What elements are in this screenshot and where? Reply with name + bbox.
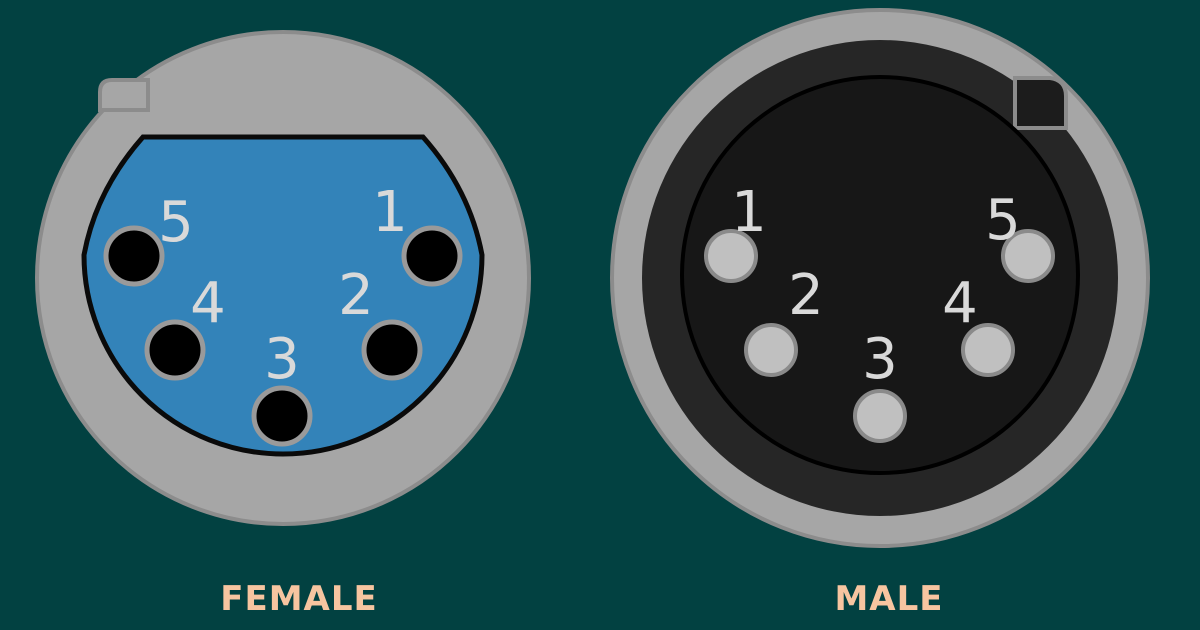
male-pin-number-4: 4 [942, 271, 978, 336]
female-pin-number-2: 2 [338, 263, 374, 328]
female-pin-number-3: 3 [264, 327, 300, 392]
female-latch-notch [98, 78, 150, 112]
male-pin-number-1: 1 [731, 180, 767, 245]
female-socket-4 [144, 319, 206, 381]
male-pin-number-5: 5 [985, 188, 1021, 253]
female-socket-5 [103, 225, 165, 287]
male-pin-1 [704, 229, 758, 283]
male-pin-number-3: 3 [862, 327, 898, 392]
female-socket-2 [361, 319, 423, 381]
female-connector: 1 2 3 4 5 FEMALE [35, 30, 531, 619]
male-latch-notch [1013, 76, 1068, 130]
male-pin-5 [1001, 229, 1055, 283]
female-pin-number-5: 5 [158, 190, 194, 255]
male-pin-3 [853, 389, 907, 443]
male-caption: MALE [834, 579, 943, 619]
male-pin-2 [744, 323, 798, 377]
female-pin-number-1: 1 [372, 180, 408, 245]
male-pin-4 [961, 323, 1015, 377]
male-pin-number-2: 2 [788, 263, 824, 328]
male-connector: 1 2 3 4 5 MALE [610, 8, 1150, 619]
female-socket-1 [401, 225, 463, 287]
female-pin-number-4: 4 [190, 271, 226, 336]
female-caption: FEMALE [220, 579, 378, 619]
female-socket-3 [251, 385, 313, 447]
